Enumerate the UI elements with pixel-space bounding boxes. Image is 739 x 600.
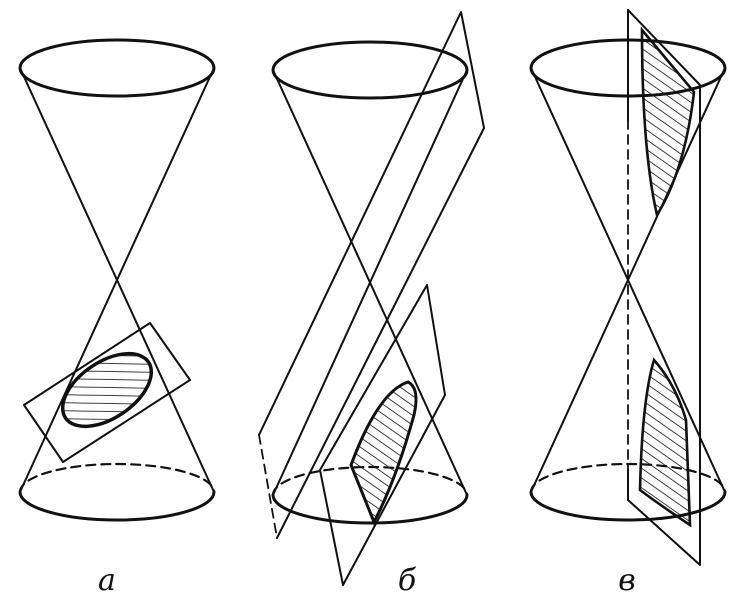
double-cone-v (529, 38, 727, 522)
panel-label-v: в (618, 563, 635, 598)
bottom-base-back-arc (18, 462, 216, 494)
hyperbola-section-upper (640, 26, 696, 219)
bottom-base-front-arc (529, 490, 727, 522)
vertical-cutting-plane-v (627, 9, 701, 566)
top-base-ellipse (271, 40, 469, 100)
cone-generatrix-right (272, 69, 468, 496)
bottom-base-front-arc (271, 493, 469, 525)
panel-v: в (529, 9, 727, 598)
panel-b: б (258, 11, 485, 598)
double-cone-a (18, 38, 216, 522)
cutting-plane-a (23, 322, 191, 463)
panel-a: а (18, 38, 216, 598)
ellipse-section (60, 351, 154, 429)
cutting-plane-b (319, 284, 446, 586)
tangent-plane-b (258, 11, 485, 539)
bottom-base-front-arc (18, 490, 216, 522)
panel-label-a: а (98, 563, 116, 598)
panel-label-b: б (398, 563, 417, 598)
cone-generatrix-right (530, 67, 726, 493)
cone-generatrix-right (19, 67, 215, 493)
parabola-section (349, 380, 418, 526)
top-base-ellipse (18, 38, 216, 98)
double-cone-b (271, 40, 469, 525)
bottom-base-back-arc (529, 462, 727, 494)
hyperbola-section-lower (638, 357, 692, 528)
